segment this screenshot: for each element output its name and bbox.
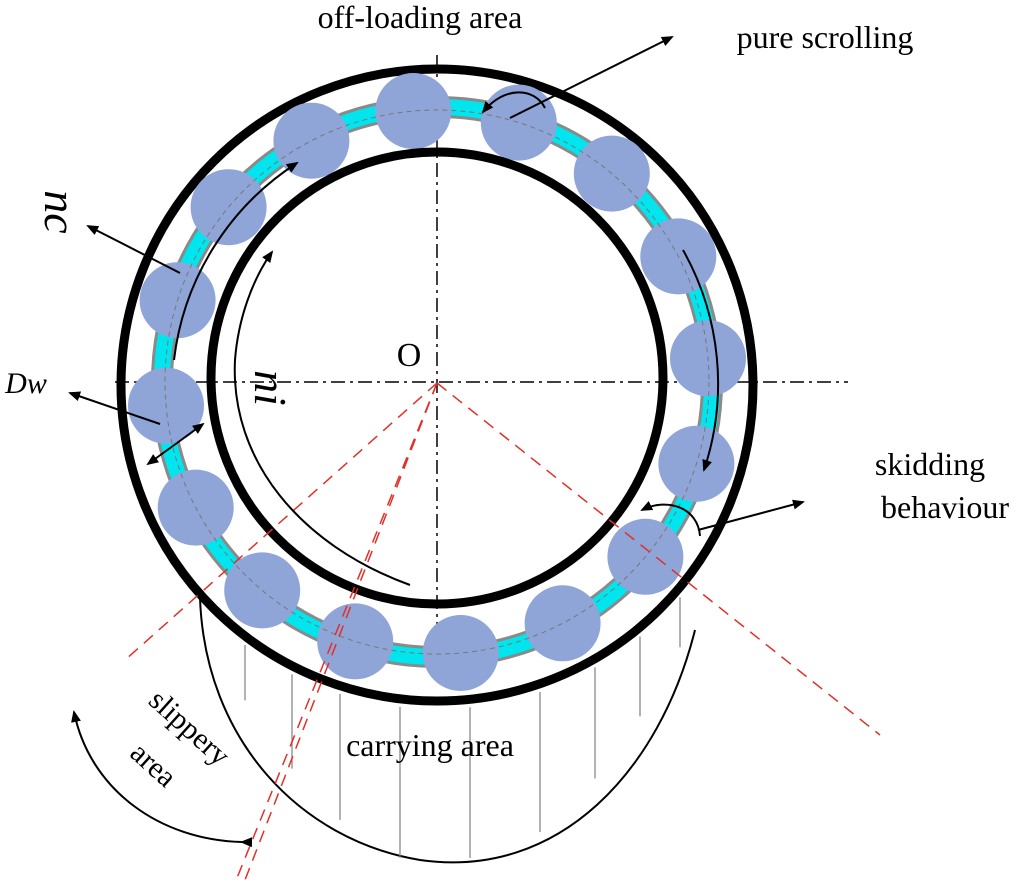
zone-line-3 xyxy=(236,382,438,879)
center-axes xyxy=(115,55,848,645)
zone-line-4 xyxy=(436,382,881,736)
label-ni: ni xyxy=(245,370,296,406)
nc-pointer xyxy=(86,225,181,274)
cage-rotation-arrow-right xyxy=(682,249,720,472)
pure-scrolling-pointer xyxy=(509,36,674,119)
pitch-circle xyxy=(164,109,710,655)
cage-rotation-arrow-left xyxy=(173,161,299,361)
dw-diameter-a xyxy=(176,422,205,444)
zone-line-2 xyxy=(244,382,438,881)
arrows xyxy=(68,36,805,848)
label-dw: Dw xyxy=(4,367,47,400)
skidding-pointer xyxy=(697,499,805,531)
label-off-loading-area: off-loading area xyxy=(318,0,523,35)
skidding-arc xyxy=(640,501,701,537)
label-center-o: O xyxy=(397,337,422,374)
inner-ring xyxy=(206,147,668,609)
slippery-arc xyxy=(71,710,253,848)
roller xyxy=(190,169,267,246)
zone-line-1 xyxy=(124,382,438,661)
label-pure-scrolling: pure scrolling xyxy=(737,19,914,55)
roller xyxy=(524,585,601,662)
outer-ring xyxy=(116,64,758,706)
roller xyxy=(273,102,350,179)
label-skidding-line2: behaviour xyxy=(881,489,1009,525)
label-carrying-area: carrying area xyxy=(346,727,514,763)
roller xyxy=(480,84,557,161)
roller xyxy=(317,603,394,680)
load-hatch xyxy=(244,597,681,858)
label-slippery-line2: area xyxy=(124,736,183,794)
label-skidding-line1: skidding xyxy=(875,446,985,482)
roller xyxy=(375,73,452,149)
roller xyxy=(422,615,499,691)
label-nc: nc xyxy=(35,190,86,233)
load-zone-lines xyxy=(124,382,881,881)
inner-rotation-arrow xyxy=(233,250,411,586)
dw-diameter-b xyxy=(146,442,178,466)
dw-pointer xyxy=(68,391,161,425)
